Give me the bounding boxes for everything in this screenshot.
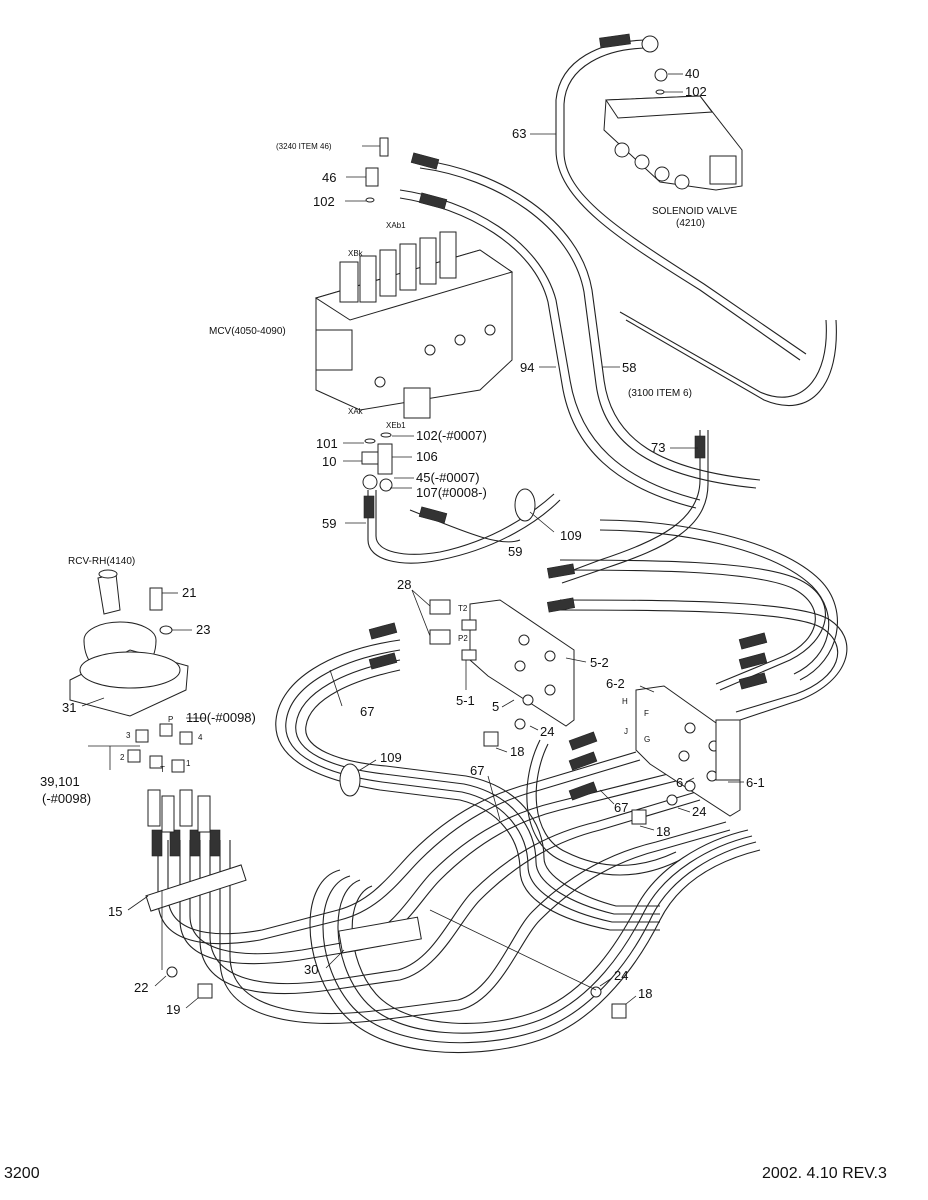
label-24-right: 24 (692, 804, 706, 819)
label-port-p2: P2 (458, 634, 468, 643)
label-port-g: G (644, 735, 650, 744)
page-number: 3200 (4, 1165, 40, 1182)
label-19: 19 (166, 1002, 180, 1017)
label-6: 6 (676, 775, 683, 790)
label-solenoid-valve: SOLENOID VALVE (652, 206, 738, 217)
label-31: 31 (62, 700, 76, 715)
label-106: 106 (416, 449, 438, 464)
label-39-101: 39,101 (40, 774, 80, 789)
clamps (166, 488, 627, 1019)
label-63: 63 (512, 126, 526, 141)
control-block-6 (631, 685, 741, 825)
label-109-top: 109 (560, 528, 582, 543)
control-block-5 (429, 599, 575, 747)
label-port-1: 1 (186, 759, 191, 768)
label-40: 40 (685, 66, 699, 81)
label-45: 45(-#0007) (416, 470, 480, 485)
label-xbk: XBk (348, 249, 364, 258)
label-67-top: 67 (360, 704, 374, 719)
label-10: 10 (322, 454, 336, 469)
pipe-bundle (157, 519, 848, 1054)
label-24-bottom: 24 (614, 968, 628, 983)
callout-labels: 40 102 SOLENOID VALVE (4210) 63 (3240 IT… (40, 66, 765, 1017)
label-22: 22 (134, 980, 148, 995)
label-59-left: 59 (322, 516, 336, 531)
label-109-mid: 109 (380, 750, 402, 765)
label-102-top: 102 (685, 84, 707, 99)
label-port-p: P (168, 715, 173, 724)
label-15: 15 (108, 904, 122, 919)
label-23: 23 (196, 622, 210, 637)
hoses (151, 33, 848, 1054)
label-73: 73 (651, 440, 665, 455)
label-port-j: J (624, 727, 628, 736)
hose-fittings (151, 33, 768, 857)
label-6-2: 6-2 (606, 676, 625, 691)
label-port-t2: T2 (458, 604, 468, 613)
rcv-fittings (127, 723, 247, 912)
leader-lines (81, 73, 744, 1009)
mcv-fittings (361, 432, 393, 492)
label-xab1: XAb1 (386, 221, 406, 230)
label-28: 28 (397, 577, 411, 592)
label-67-mid: 67 (470, 763, 484, 778)
rcv-joystick (69, 569, 189, 717)
label-5-2: 5-2 (590, 655, 609, 670)
label-port-4: 4 (198, 733, 203, 742)
revision-date: 2002. 4.10 REV.3 (762, 1165, 887, 1182)
label-xak: XAk (348, 407, 364, 416)
label-port-t: T (160, 765, 165, 774)
label-46: 46 (322, 170, 336, 185)
label-5-1: 5-1 (456, 693, 475, 708)
label-107: 107(#0008-) (416, 485, 487, 500)
label-port-2: 2 (120, 753, 125, 762)
label-58: 58 (622, 360, 636, 375)
label-18-mid: 18 (510, 744, 524, 759)
label-101: 101 (316, 436, 338, 451)
label-mcv: MCV(4050-4090) (209, 326, 286, 337)
label-6-1: 6-1 (746, 775, 765, 790)
label-67-right: 67 (614, 800, 628, 815)
label-ref-3240: (3240 ITEM 46) (276, 142, 332, 151)
label-port-f: F (644, 709, 649, 718)
label-xeb1: XEb1 (386, 421, 406, 430)
label-30: 30 (304, 962, 318, 977)
label-110: 110(-#0098) (186, 710, 256, 725)
label-solenoid-no: (4210) (676, 218, 705, 229)
label-port-3: 3 (126, 731, 131, 740)
label-39-note: (-#0098) (42, 791, 91, 806)
label-18-bottom: 18 (638, 986, 652, 1001)
solenoid-valve (603, 35, 743, 191)
label-24-mid: 24 (540, 724, 554, 739)
label-ref-3100: (3100 ITEM 6) (628, 388, 692, 399)
footer: 3200 2002. 4.10 REV.3 (4, 1165, 887, 1182)
label-port-h: H (622, 697, 628, 706)
label-102-0007: 102(-#0007) (416, 428, 487, 443)
label-59-bottom: 59 (508, 544, 522, 559)
label-rcv: RCV-RH(4140) (68, 556, 135, 567)
label-94: 94 (520, 360, 534, 375)
label-18-right: 18 (656, 824, 670, 839)
label-21: 21 (182, 585, 196, 600)
label-5: 5 (492, 699, 499, 714)
label-102-mcv: 102 (313, 194, 335, 209)
mcv-main-control-valve (314, 137, 514, 419)
